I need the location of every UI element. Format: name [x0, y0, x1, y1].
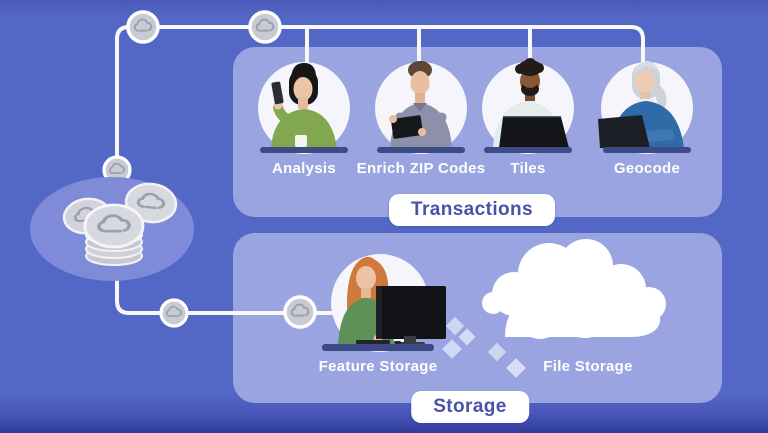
cloud-icon: [482, 239, 666, 339]
coin-sync-icon: [248, 10, 282, 44]
feature-storage-person-illustration: [338, 256, 446, 346]
analysis-person-illustration: [271, 63, 337, 148]
tiles-person-illustration: [493, 58, 569, 148]
coins-stack-icon: [30, 177, 194, 281]
desk-bar: [484, 147, 572, 153]
analysis-label: Analysis: [271, 160, 337, 177]
geocode-label: Geocode: [613, 160, 681, 177]
coin-sync-icon: [283, 295, 317, 329]
desk-bar: [322, 344, 434, 351]
file-storage-label: File Storage: [543, 358, 633, 375]
transactions-section-pill: Transactions: [388, 194, 556, 226]
connector-line-bottom: [115, 183, 338, 315]
storage-section-pill: Storage: [411, 391, 529, 423]
tiles-label: Tiles: [510, 160, 546, 177]
coin-sync-icon: [126, 10, 160, 44]
geocode-person-illustration: [598, 61, 684, 148]
feature-storage-label: Feature Storage: [318, 358, 438, 375]
connector-line-top: [115, 25, 645, 174]
coin-sync-icon: [159, 298, 189, 328]
desk-bar: [260, 147, 348, 153]
enrich-zip-codes-label: Enrich ZIP Codes: [356, 160, 486, 177]
desk-bar: [377, 147, 465, 153]
enrich-person-illustration: [389, 61, 452, 148]
desk-bar: [603, 147, 691, 153]
